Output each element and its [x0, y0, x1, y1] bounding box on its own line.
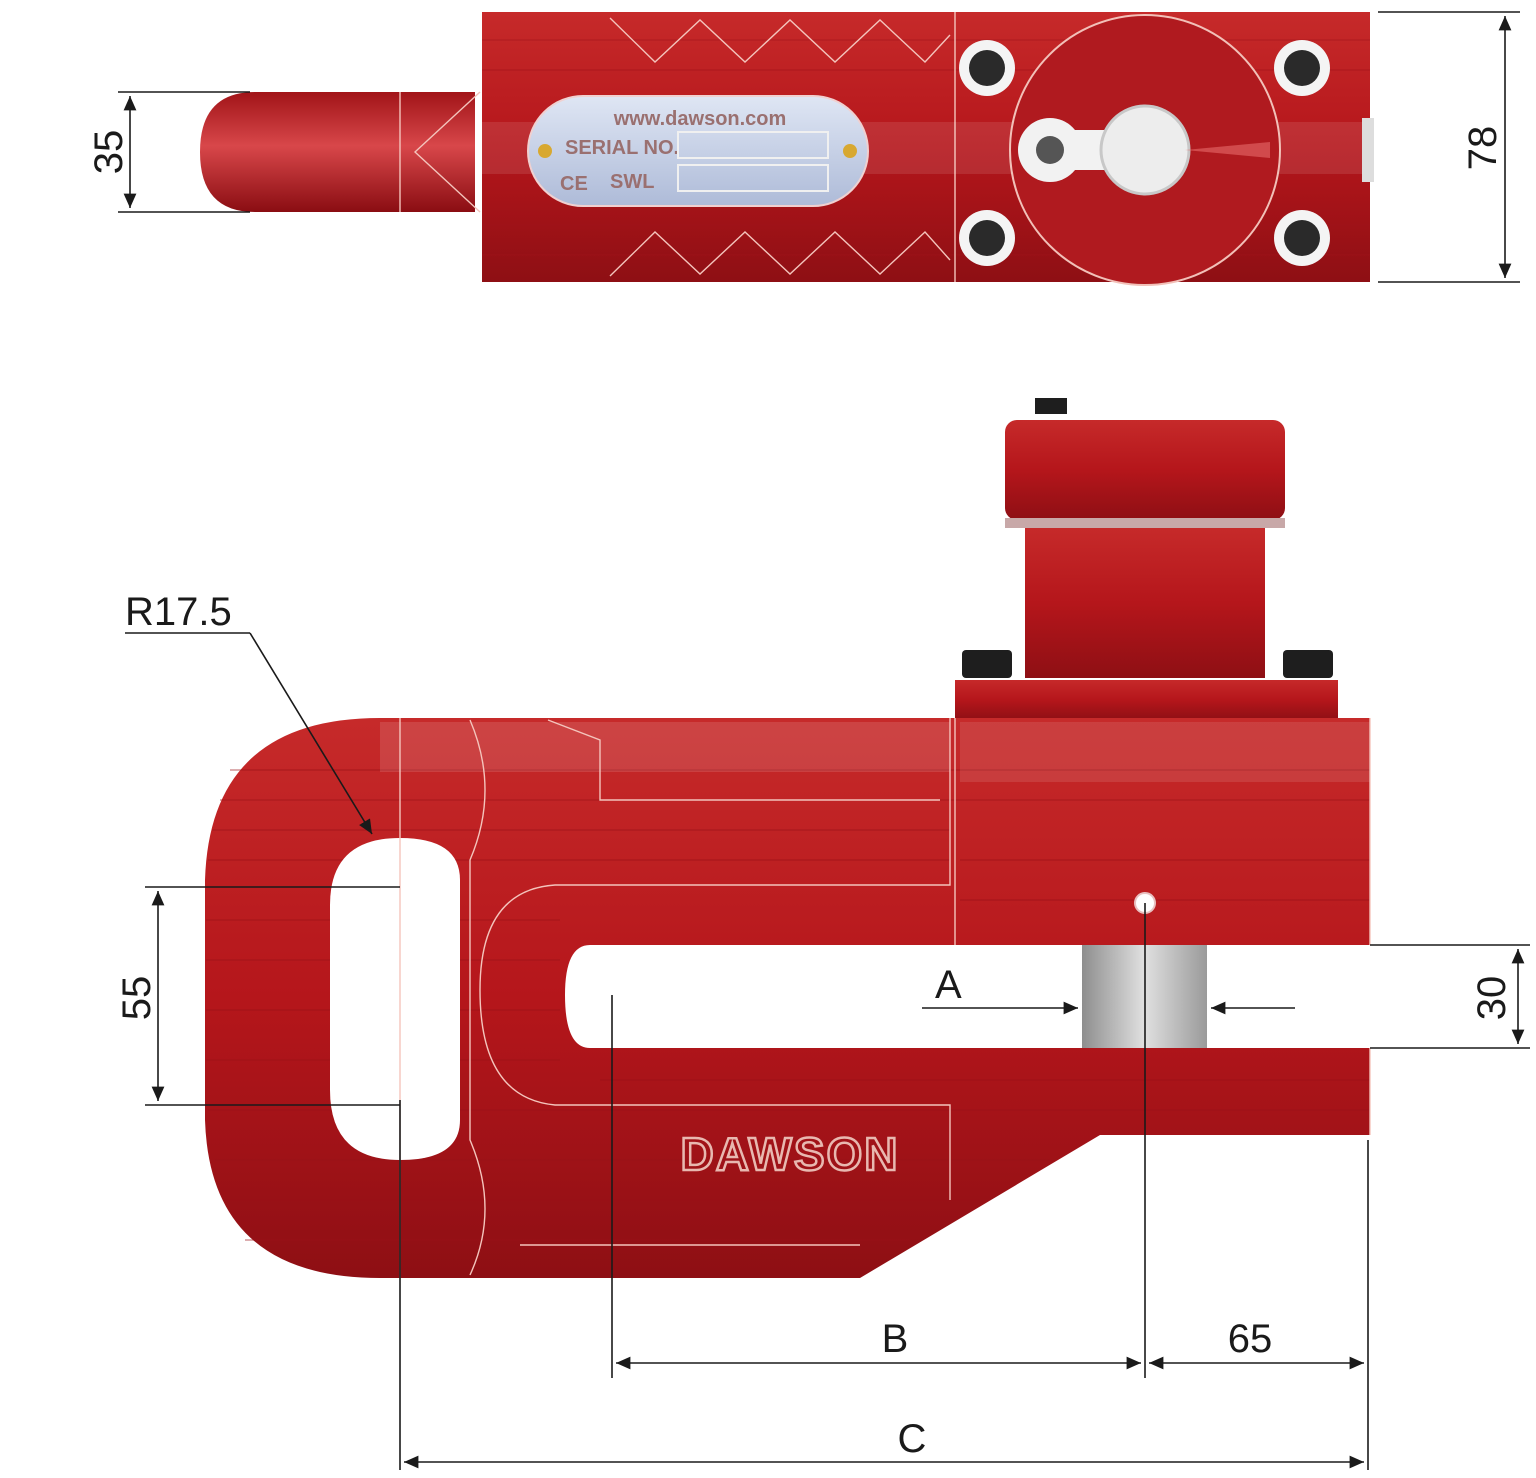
surface-stripes — [206, 769, 1370, 1241]
side-view: DAWSON R17.5 55 30 A B 65 C — [115, 398, 1530, 1470]
top-view: www.dawson.com SERIAL NO. CE SWL — [87, 11, 1520, 286]
dim-65-label: 65 — [1228, 1317, 1273, 1361]
dim-78-label: 78 — [1461, 126, 1505, 171]
shackle-body — [205, 718, 1370, 1278]
plate-url: www.dawson.com — [613, 108, 787, 130]
load-cell-cap — [1005, 420, 1285, 520]
dim-55-label: 55 — [115, 976, 159, 1021]
bolt-icon — [959, 40, 1330, 266]
top-shank — [200, 92, 475, 212]
label-c: C — [898, 1417, 927, 1461]
mount-block — [955, 680, 1338, 720]
serial-plate: www.dawson.com SERIAL NO. CE SWL — [527, 95, 869, 207]
radius-label: R17.5 — [125, 590, 232, 634]
plate-serial-label: SERIAL NO. — [565, 137, 679, 159]
load-cell-neck — [1025, 528, 1265, 678]
eye-hole — [330, 838, 460, 1160]
brand-logo: DAWSON — [681, 1128, 900, 1180]
plate-swl-label: SWL — [610, 171, 654, 193]
label-b: B — [882, 1317, 909, 1361]
label-a: A — [935, 963, 962, 1007]
plate-ce-mark: CE — [560, 173, 588, 195]
connector-icon — [1018, 104, 1270, 196]
dim-30-label: 30 — [1470, 976, 1514, 1021]
dim-35-label: 35 — [87, 130, 131, 175]
